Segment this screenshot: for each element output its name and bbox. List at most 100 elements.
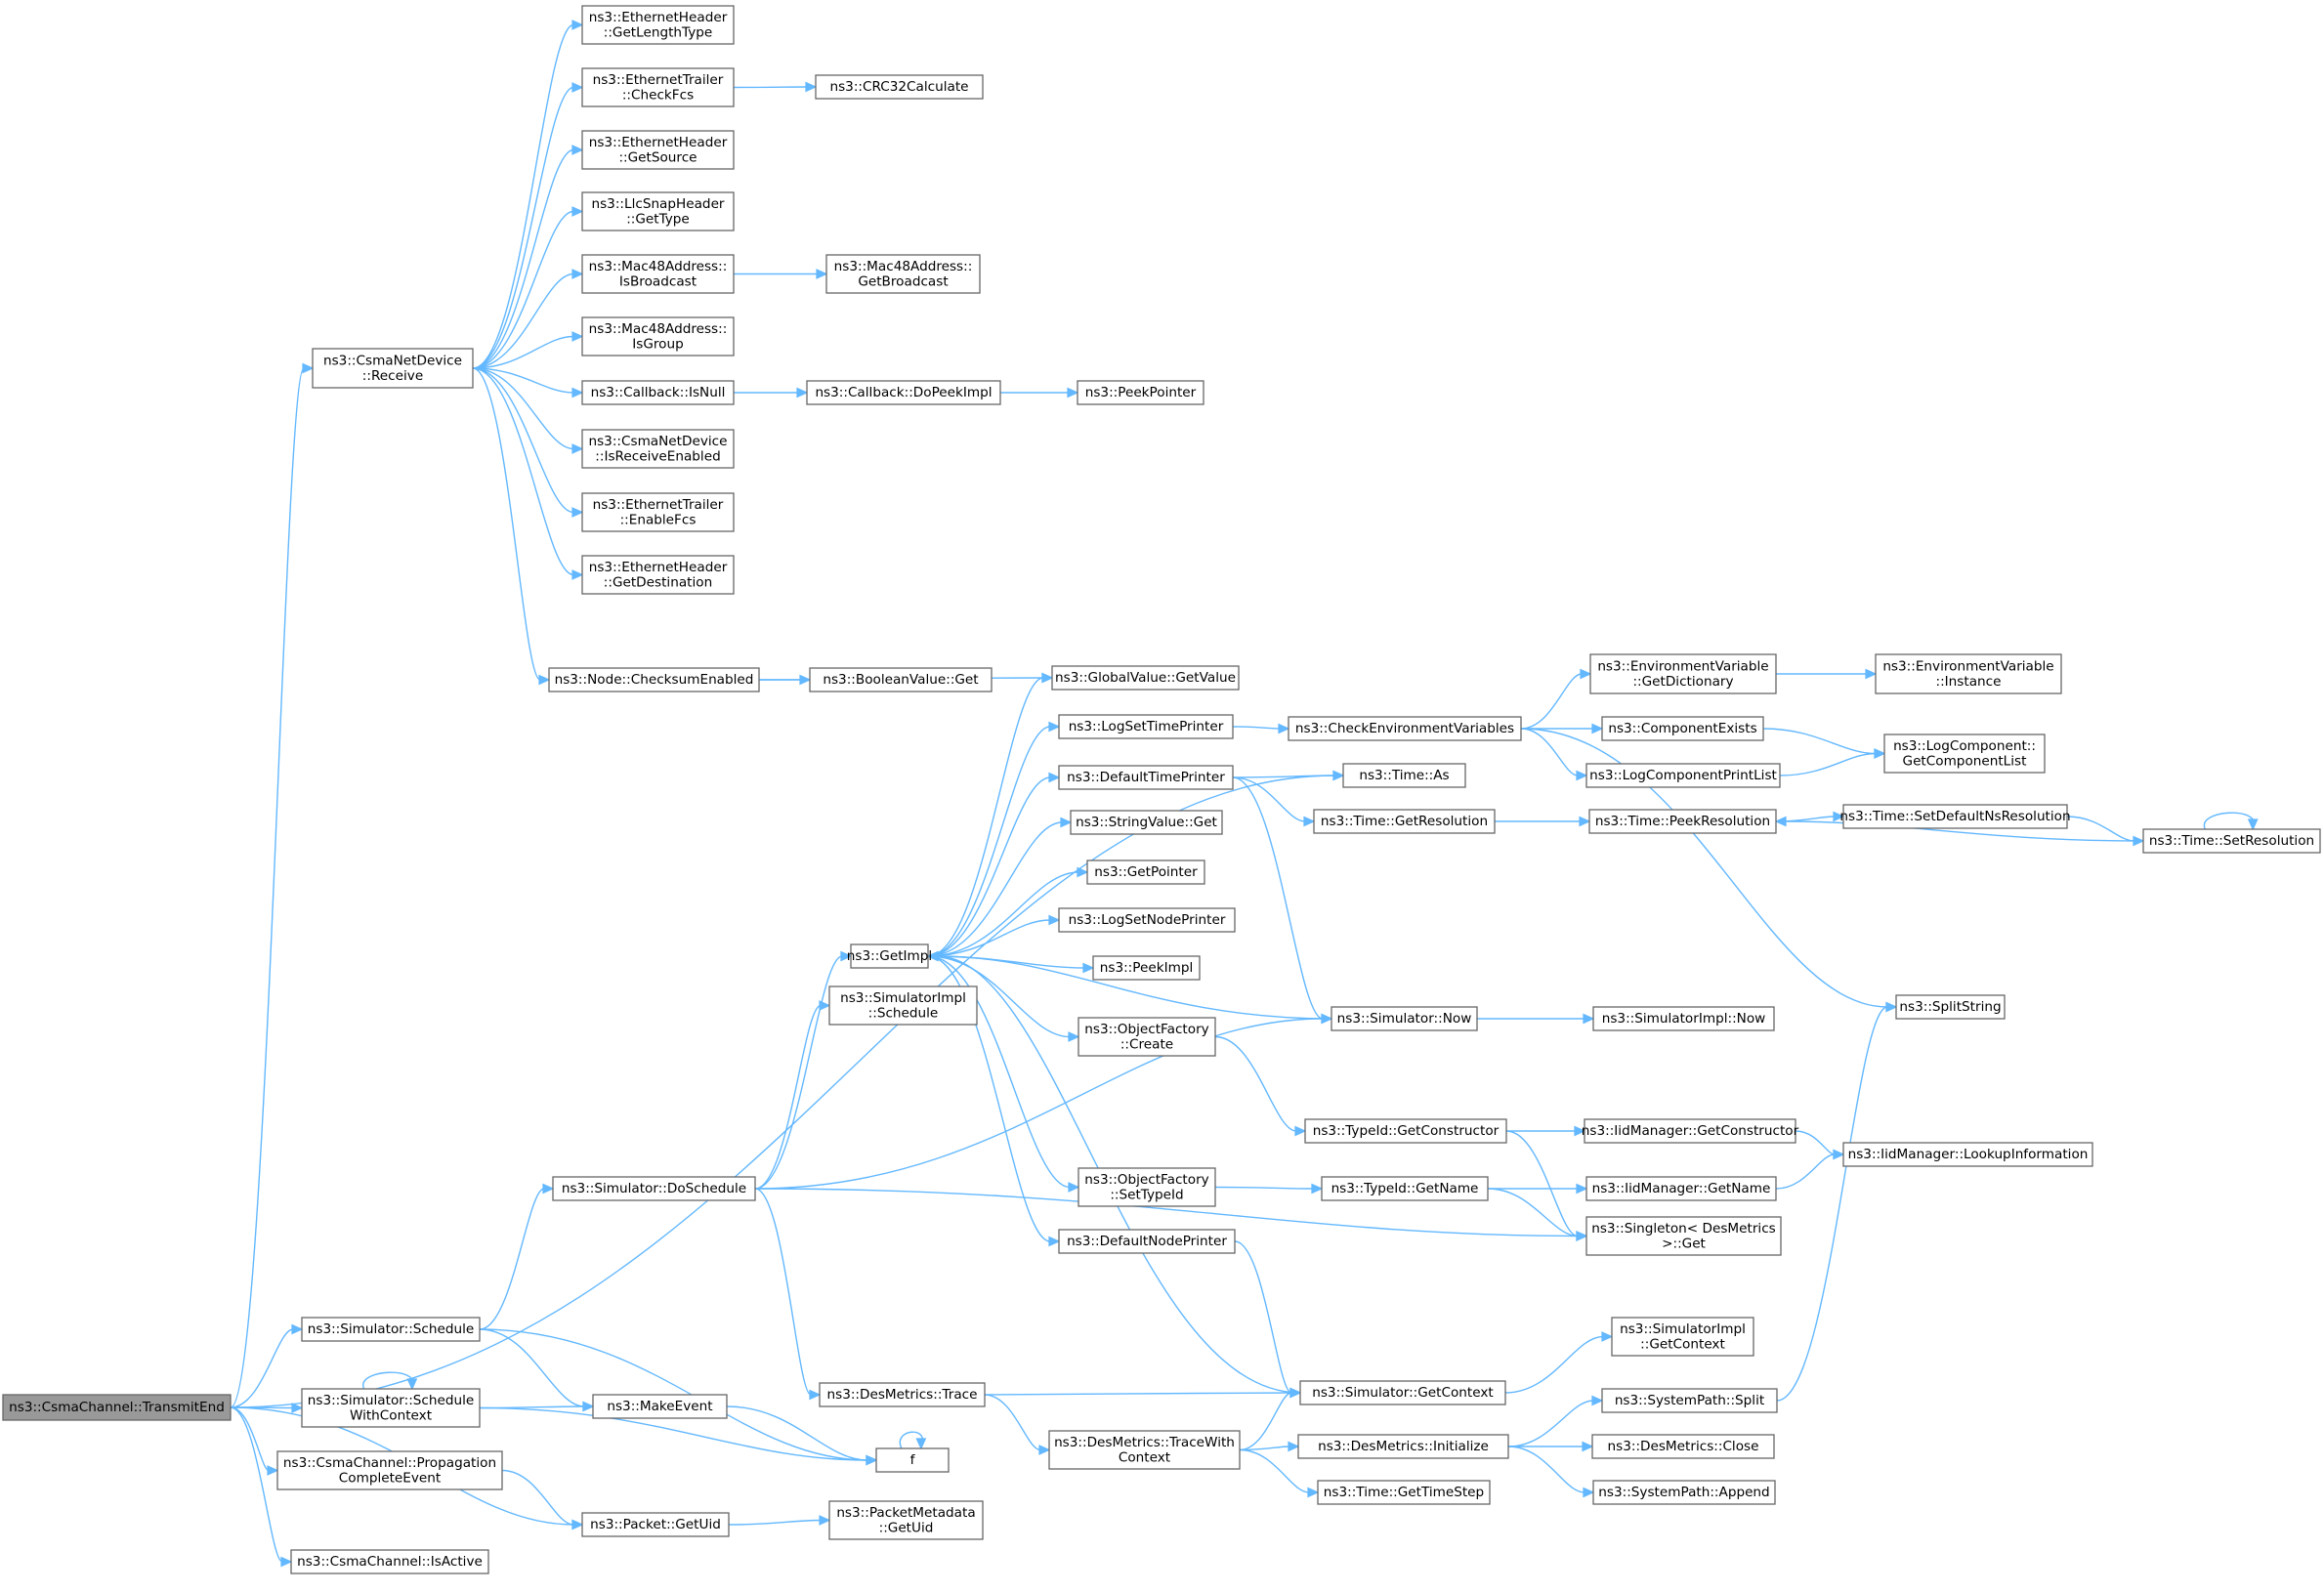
node-make-event[interactable]: ns3::MakeEvent: [592, 1394, 728, 1419]
edge-arrowhead: [796, 387, 809, 398]
node-label: ns3::CsmaChannel::Propagation: [283, 1455, 496, 1471]
node-log-set-time-printer[interactable]: ns3::LogSetTimePrinter: [1058, 714, 1234, 739]
node-packet-get-uid[interactable]: ns3::Packet::GetUid: [581, 1512, 730, 1537]
node-type-get-name[interactable]: ns3::TypeId::GetName: [1321, 1176, 1489, 1201]
node-is-group[interactable]: ns3::Mac48Address::IsGroup: [581, 316, 735, 356]
node-default-node-printer[interactable]: ns3::DefaultNodePrinter: [1058, 1229, 1236, 1254]
node-des-trace[interactable]: ns3::DesMetrics::Trace: [819, 1382, 986, 1407]
node-global-get-value[interactable]: ns3::GlobalValue::GetValue: [1051, 665, 1240, 691]
node-is-null[interactable]: ns3::Callback::IsNull: [581, 380, 735, 405]
node-sim-impl-schedule[interactable]: ns3::SimulatorImpl::Schedule: [828, 985, 978, 1026]
node-time-get-resolution[interactable]: ns3::Time::GetResolution: [1313, 809, 1496, 834]
node-sim-now[interactable]: ns3::Simulator::Now: [1331, 1006, 1478, 1031]
node-sim-impl-now[interactable]: ns3::SimulatorImpl::Now: [1592, 1006, 1775, 1031]
node-meta-get-uid[interactable]: ns3::PacketMetadata::GetUid: [828, 1500, 984, 1540]
node-iid-lookup[interactable]: ns3::IidManager::LookupInformation: [1842, 1142, 2093, 1167]
node-enable-fcs[interactable]: ns3::EthernetTrailer::EnableFcs: [581, 492, 735, 532]
node-iid-get-constructor[interactable]: ns3::IidManager::GetConstructor: [1582, 1118, 1799, 1144]
node-check-env-vars[interactable]: ns3::CheckEnvironmentVariables: [1288, 716, 1522, 741]
node-propagation[interactable]: ns3::CsmaChannel::PropagationCompleteEve…: [276, 1450, 503, 1490]
node-get-source[interactable]: ns3::EthernetHeader::GetSource: [581, 130, 735, 170]
node-llc-get-type[interactable]: ns3::LlcSnapHeader::GetType: [581, 191, 735, 231]
edge-line: [472, 210, 574, 369]
node-peek-impl[interactable]: ns3::PeekImpl: [1092, 955, 1201, 981]
node-log-component-print-list[interactable]: ns3::LogComponentPrintList: [1585, 763, 1781, 788]
edge-line: [1232, 726, 1281, 730]
node-receive[interactable]: ns3::CsmaNetDevice::Receive: [312, 348, 474, 389]
edge-line: [927, 776, 1051, 957]
node-label: ns3::GetImpl: [847, 948, 932, 964]
node-box: [1589, 653, 1777, 694]
edge-transmit-end-to-is-active: [230, 1406, 293, 1568]
node-obj-create[interactable]: ns3::ObjectFactory::Create: [1077, 1017, 1216, 1057]
node-iid-get-name[interactable]: ns3::IidManager::GetName: [1585, 1176, 1777, 1201]
node-get-time-step[interactable]: ns3::Time::GetTimeStep: [1317, 1480, 1491, 1505]
node-box: [1051, 665, 1240, 691]
edge-schedule-to-make-event: [479, 1328, 595, 1412]
node-check-fcs[interactable]: ns3::EthernetTrailer::CheckFcs: [581, 67, 735, 107]
node-log-set-node-printer[interactable]: ns3::LogSetNodePrinter: [1058, 907, 1236, 933]
edge-receive-to-is-null: [472, 367, 584, 398]
edge-line: [501, 1469, 574, 1526]
node-set-resolution[interactable]: ns3::Time::SetResolution: [2142, 828, 2321, 854]
node-set-default-ns-res[interactable]: ns3::Time::SetDefaultNsResolution: [1839, 804, 2071, 829]
edge-arrowhead: [1294, 1125, 1307, 1137]
node-label: ns3::IidManager::GetConstructor: [1582, 1123, 1799, 1139]
node-is-broadcast[interactable]: ns3::Mac48Address::IsBroadcast: [581, 254, 735, 294]
node-time-as[interactable]: ns3::Time::As: [1342, 763, 1466, 788]
node-type-get-constructor[interactable]: ns3::TypeId::GetConstructor: [1304, 1118, 1507, 1144]
node-get-broadcast[interactable]: ns3::Mac48Address::GetBroadcast: [825, 254, 981, 294]
node-box: [581, 429, 735, 469]
node-des-initialize[interactable]: ns3::DesMetrics::Initialize: [1297, 1434, 1509, 1459]
node-f[interactable]: f: [875, 1447, 950, 1473]
node-box: [552, 1176, 756, 1201]
node-transmit-end[interactable]: ns3::CsmaChannel::TransmitEnd: [2, 1394, 232, 1421]
edge-arrowhead: [1077, 866, 1089, 878]
node-box: [1297, 1434, 1509, 1459]
node-peek-pointer[interactable]: ns3::PeekPointer: [1077, 380, 1204, 405]
edge-schedule-with-ctx-to-schedule-with-ctx: [362, 1371, 418, 1391]
node-sim-impl-get-context[interactable]: ns3::SimulatorImpl::GetContext: [1611, 1317, 1754, 1357]
node-sys-append[interactable]: ns3::SystemPath::Append: [1592, 1480, 1776, 1505]
node-default-time-printer[interactable]: ns3::DefaultTimePrinter: [1058, 765, 1234, 790]
edge-arrowhead: [571, 1519, 584, 1530]
node-string-get[interactable]: ns3::StringValue::Get: [1070, 810, 1223, 835]
node-env-get-dictionary[interactable]: ns3::EnvironmentVariable::GetDictionary: [1589, 653, 1777, 694]
node-get-pointer[interactable]: ns3::GetPointer: [1086, 859, 1205, 885]
node-sim-get-context[interactable]: ns3::Simulator::GetContext: [1299, 1380, 1506, 1405]
edge-line: [472, 23, 574, 369]
node-des-close[interactable]: ns3::DesMetrics::Close: [1591, 1434, 1775, 1459]
edge-arrowhead: [582, 1401, 595, 1412]
node-obj-set-type-id[interactable]: ns3::ObjectFactory::SetTypeId: [1077, 1167, 1216, 1207]
node-split-string[interactable]: ns3::SplitString: [1895, 994, 2006, 1020]
node-is-receive-enabled[interactable]: ns3::CsmaNetDevice::IsReceiveEnabled: [581, 429, 735, 469]
node-label: ::Schedule: [868, 1005, 939, 1021]
node-get-destination[interactable]: ns3::EthernetHeader::GetDestination: [581, 555, 735, 595]
node-label: ns3::EthernetTrailer: [593, 72, 724, 88]
node-checksum-enabled[interactable]: ns3::Node::ChecksumEnabled: [548, 667, 760, 692]
node-crc32[interactable]: ns3::CRC32Calculate: [815, 74, 984, 100]
node-get-length-type[interactable]: ns3::EthernetHeader::GetLengthType: [581, 5, 735, 45]
node-label: ns3::SimulatorImpl: [840, 990, 966, 1006]
node-singleton-get[interactable]: ns3::Singleton< DesMetrics>::Get: [1585, 1216, 1782, 1256]
node-do-peek-impl[interactable]: ns3::Callback::DoPeekImpl: [806, 380, 1001, 405]
node-get-impl[interactable]: ns3::GetImpl: [847, 943, 932, 969]
node-component-exists[interactable]: ns3::ComponentExists: [1601, 716, 1764, 741]
node-label: IsBroadcast: [619, 273, 697, 289]
edge-line: [479, 1188, 545, 1330]
node-do-schedule[interactable]: ns3::Simulator::DoSchedule: [552, 1176, 756, 1201]
edge-arrowhead: [1865, 668, 1878, 680]
node-time-peek-resolution[interactable]: ns3::Time::PeekResolution: [1588, 809, 1777, 834]
node-env-instance[interactable]: ns3::EnvironmentVariable::Instance: [1875, 653, 2062, 694]
edge-get-impl-to-string-get: [927, 817, 1073, 957]
edge-arrowhead: [1582, 1441, 1594, 1452]
edge-arrowhead: [1068, 1031, 1080, 1042]
node-boolean-get[interactable]: ns3::BooleanValue::Get: [809, 667, 993, 692]
node-sys-split[interactable]: ns3::SystemPath::Split: [1601, 1388, 1778, 1413]
node-schedule[interactable]: ns3::Simulator::Schedule: [301, 1317, 481, 1342]
node-label: ns3::CRC32Calculate: [829, 79, 968, 95]
node-is-active[interactable]: ns3::CsmaChannel::IsActive: [290, 1549, 489, 1574]
node-log-get-component-list[interactable]: ns3::LogComponent::GetComponentList: [1883, 734, 2046, 774]
